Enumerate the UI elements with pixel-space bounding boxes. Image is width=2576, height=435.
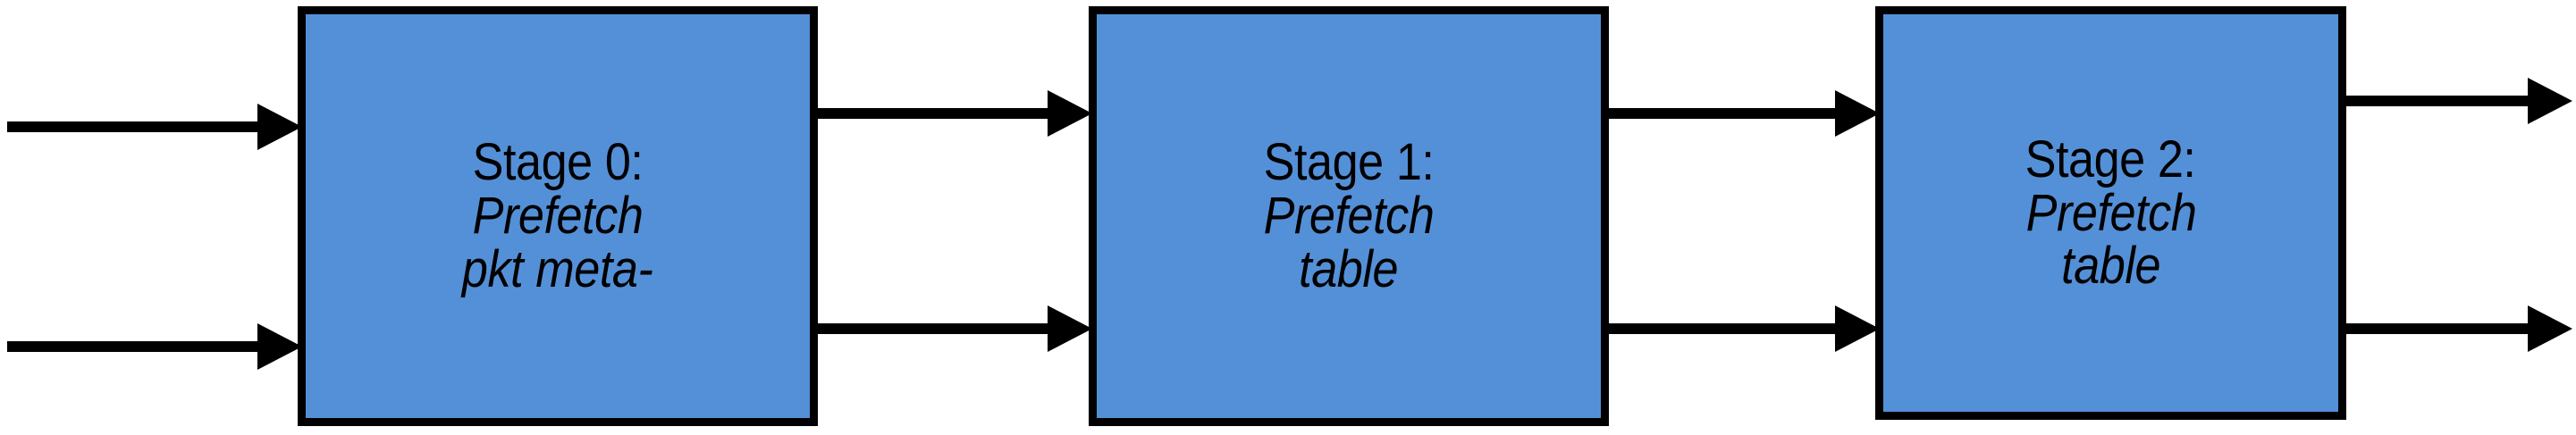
stage-box-2[interactable]: Stage 2: Prefetch table bbox=[1875, 6, 2346, 420]
arrow-right-icon bbox=[257, 323, 302, 370]
stage-0-subtitle-line-1: Prefetch bbox=[472, 187, 644, 246]
stage-2-subtitle-line-1: Prefetch bbox=[2025, 183, 2196, 242]
arrow-right-icon bbox=[1048, 90, 1092, 137]
arrow-right-icon bbox=[1835, 90, 1880, 137]
arrow-shaft bbox=[813, 108, 1049, 119]
arrow-right-icon bbox=[2528, 305, 2572, 352]
arrow-shaft bbox=[2342, 323, 2530, 334]
arrow-right-icon bbox=[2528, 78, 2572, 124]
stage-2-title: Stage 2: bbox=[2025, 130, 2196, 188]
stage-0-title: Stage 0: bbox=[472, 133, 644, 192]
arrow-shaft bbox=[813, 323, 1049, 334]
arrow-shaft bbox=[1604, 323, 1837, 334]
stage-box-1[interactable]: Stage 1: Prefetch table bbox=[1089, 6, 1609, 426]
arrow-right-icon bbox=[257, 104, 302, 150]
arrow-shaft bbox=[7, 121, 259, 132]
arrow-right-icon bbox=[1048, 305, 1092, 352]
arrow-right-icon bbox=[1835, 305, 1880, 352]
arrow-shaft bbox=[1604, 108, 1837, 119]
stage-box-0[interactable]: Stage 0: Prefetch pkt meta- bbox=[298, 6, 818, 426]
stage-2-subtitle-line-2: table bbox=[2061, 237, 2160, 296]
arrow-shaft bbox=[2342, 96, 2530, 106]
arrow-shaft bbox=[7, 341, 259, 352]
stage-1-subtitle-line-1: Prefetch bbox=[1263, 187, 1435, 246]
stage-1-subtitle-line-2: table bbox=[1299, 239, 1399, 298]
stage-1-title: Stage 1: bbox=[1263, 133, 1435, 192]
stage-0-subtitle-line-2: pkt meta- bbox=[462, 239, 653, 298]
